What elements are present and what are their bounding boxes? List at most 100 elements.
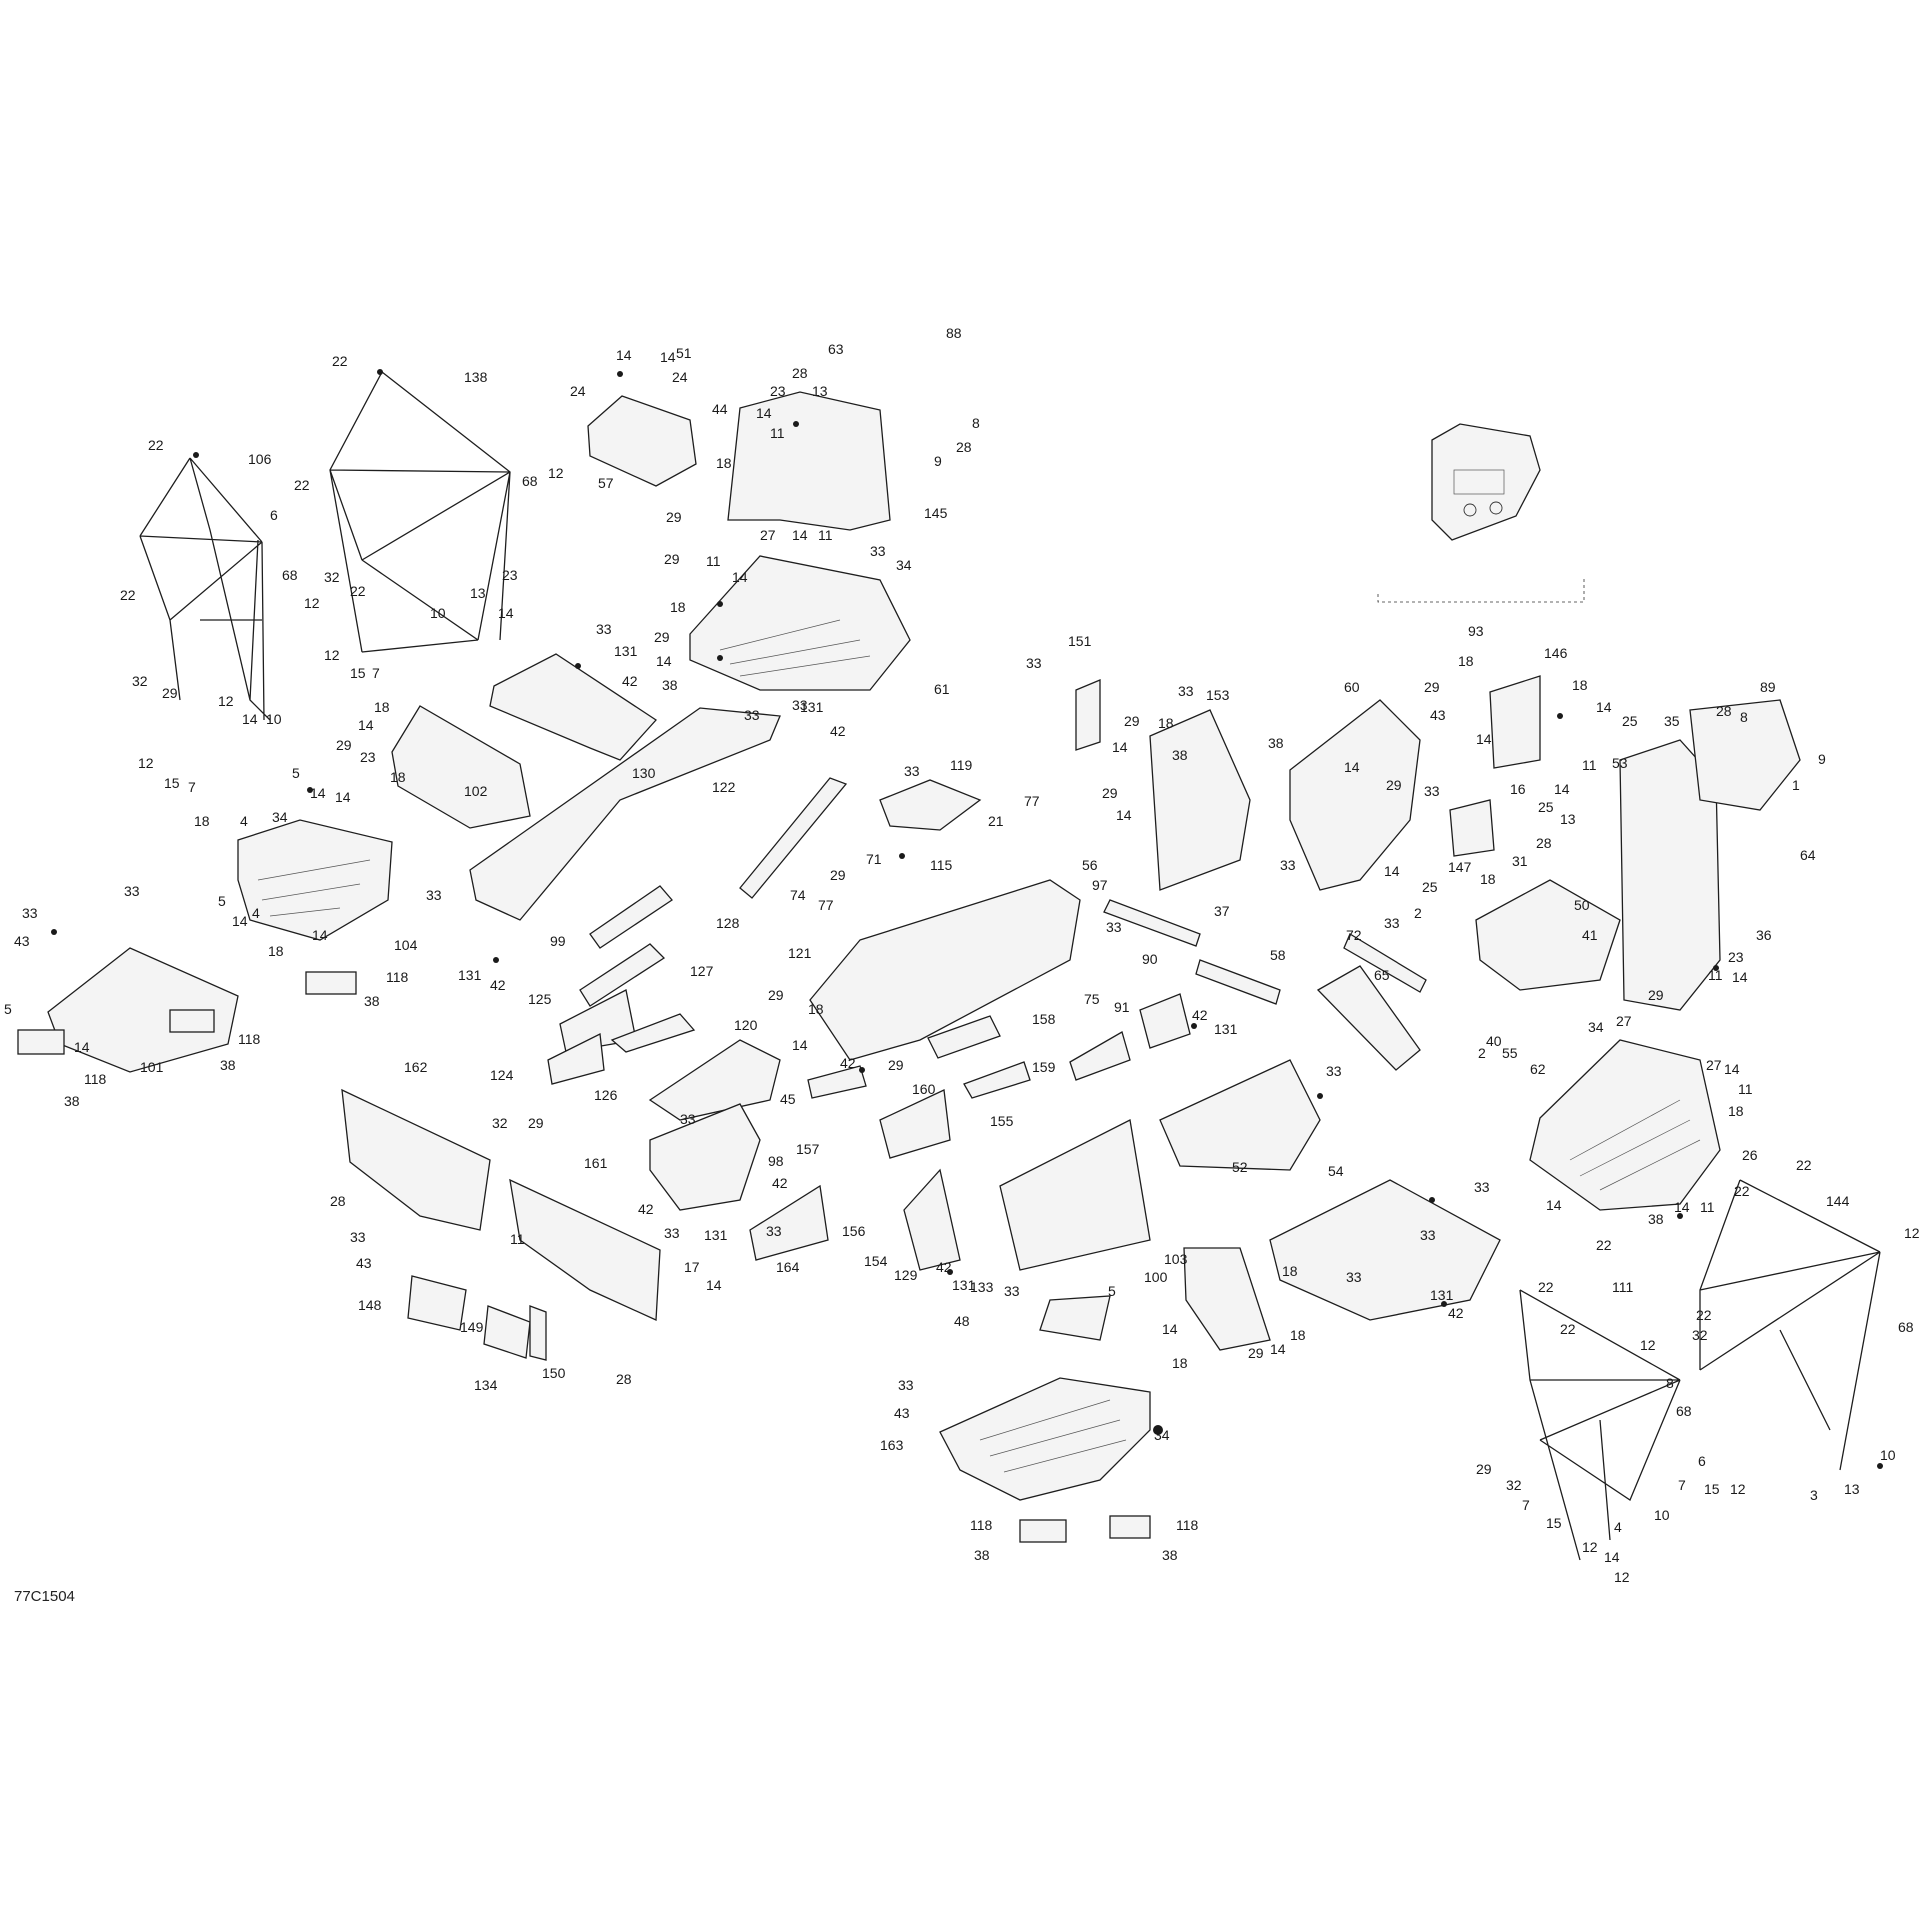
- part-callout-label: 10: [1880, 1447, 1896, 1463]
- part-callout-label: 22: [1796, 1157, 1812, 1173]
- right-tub-62: [1529, 1039, 1721, 1211]
- part-callout-label: 29: [666, 509, 682, 525]
- part-callout-label: 43: [894, 1405, 910, 1421]
- part-callout-label: 14: [660, 349, 676, 365]
- part-callout-label: 153: [1206, 687, 1230, 703]
- part-callout-label: 38: [1648, 1211, 1664, 1227]
- part-callout-label: 4: [252, 905, 260, 921]
- part-callout-label: 13: [470, 585, 486, 601]
- part-callout-label: 29: [336, 737, 352, 753]
- part-callout-label: 10: [266, 711, 282, 727]
- part-callout-label: 148: [358, 1297, 382, 1313]
- part-callout-label: 18: [1728, 1103, 1744, 1119]
- part-callout-label: 32: [492, 1115, 508, 1131]
- front-tub-61: [689, 555, 911, 691]
- part-callout-label: 27: [760, 527, 776, 543]
- part-callout-label: 8: [972, 415, 980, 431]
- part-callout-label: 103: [1164, 1251, 1188, 1267]
- part-callout-label: 155: [990, 1113, 1014, 1129]
- part-callout-label: 126: [594, 1087, 618, 1103]
- part-callout-label: 14: [1554, 781, 1570, 797]
- part-callout-label: 11: [510, 1231, 525, 1247]
- part-callout-label: 41: [1582, 927, 1598, 943]
- part-callout-label: 68: [522, 473, 538, 489]
- part-callout-label: 14: [1476, 731, 1492, 747]
- part-callout-label: 38: [974, 1547, 990, 1563]
- part-callout-label: 23: [770, 383, 786, 399]
- part-callout-label: 8: [1666, 1375, 1674, 1391]
- part-callout-label: 74: [790, 887, 806, 903]
- part-callout-label: 23: [502, 567, 518, 583]
- part-callout-label: 125: [528, 991, 552, 1007]
- part-callout-label: 24: [570, 383, 586, 399]
- part-callout-label: 2: [1478, 1045, 1486, 1061]
- part-callout-label: 102: [464, 783, 488, 799]
- part-callout-label: 159: [1032, 1059, 1056, 1075]
- reference-code: 77C1504: [14, 1588, 75, 1605]
- part-callout-label: 29: [1648, 987, 1664, 1003]
- part-callout-label: 42: [936, 1259, 952, 1275]
- part-callout-label: 130: [632, 765, 656, 781]
- part-callout-label: 122: [712, 779, 736, 795]
- part-callout-label: 154: [864, 1253, 888, 1269]
- part-callout-label: 18: [1480, 871, 1496, 887]
- part-callout-label: 7: [1678, 1477, 1686, 1493]
- part-callout-label: 23: [360, 749, 376, 765]
- part-callout-label: 5: [4, 1001, 12, 1017]
- part-callout-label: 38: [1172, 747, 1188, 763]
- part-callout-label: 100: [1144, 1269, 1168, 1285]
- part-callout-label: 14: [1724, 1061, 1740, 1077]
- part-callout-label: 38: [662, 677, 678, 693]
- part-callout-label: 18: [374, 699, 390, 715]
- part-callout-label: 29: [888, 1057, 904, 1073]
- part-callout-label: 14: [232, 913, 248, 929]
- part-callout-label: 27: [1706, 1057, 1722, 1073]
- lower-floor-54: [1183, 1179, 1501, 1351]
- part-callout-label: 33: [1474, 1179, 1490, 1195]
- part-callout-label: 14: [1596, 699, 1612, 715]
- part-callout-label: 163: [880, 1437, 904, 1453]
- part-callout-label: 11: [1708, 967, 1723, 983]
- part-callout-label: 158: [1032, 1011, 1056, 1027]
- panel-102: [391, 705, 531, 829]
- part-callout-label: 33: [426, 887, 442, 903]
- part-callout-label: 32: [1506, 1477, 1522, 1493]
- part-callout-label: 18: [1282, 1263, 1298, 1279]
- part-callout-label: 34: [272, 809, 288, 825]
- center-console-top-57: [587, 395, 697, 487]
- part-callout-label: 28: [330, 1193, 346, 1209]
- part-callout-label: 22: [1560, 1321, 1576, 1337]
- part-callout-label: 11: [1582, 757, 1597, 773]
- part-callout-label: 12: [218, 693, 234, 709]
- part-callout-label: 133: [970, 1279, 994, 1295]
- part-callout-label: 138: [464, 369, 488, 385]
- part-callout-label: 22: [1696, 1307, 1712, 1323]
- part-callout-label: 18: [194, 813, 210, 829]
- part-callout-label: 28: [1536, 835, 1552, 851]
- part-callout-label: 29: [528, 1115, 544, 1131]
- part-callout-label: 147: [1448, 859, 1472, 875]
- floor-panel-100: [879, 1059, 1321, 1271]
- part-callout-label: 115: [930, 857, 953, 873]
- part-callout-label: 131: [952, 1277, 976, 1293]
- part-callout-label: 12: [304, 595, 320, 611]
- part-callout-label: 22: [294, 477, 310, 493]
- part-callout-label: 51: [676, 345, 692, 361]
- part-callout-label: 71: [866, 851, 882, 867]
- right-dash-53: [1103, 699, 1801, 1071]
- part-callout-label: 6: [1698, 1453, 1706, 1469]
- part-callout-label: 38: [64, 1093, 80, 1109]
- part-callout-label: 27: [1616, 1013, 1632, 1029]
- part-callout-label: 22: [350, 583, 366, 599]
- part-callout-label: 62: [1530, 1061, 1546, 1077]
- part-callout-label: 64: [1800, 847, 1816, 863]
- part-callout-label: 18: [1158, 715, 1174, 731]
- part-callout-label: 33: [898, 1377, 914, 1393]
- part-callout-label: 12: [138, 755, 154, 771]
- part-callout-label: 38: [1268, 735, 1284, 751]
- part-callout-label: 43: [1430, 707, 1446, 723]
- part-callout-label: 14: [1270, 1341, 1286, 1357]
- footwell-98: [649, 1103, 829, 1261]
- part-callout-label: 131: [800, 699, 824, 715]
